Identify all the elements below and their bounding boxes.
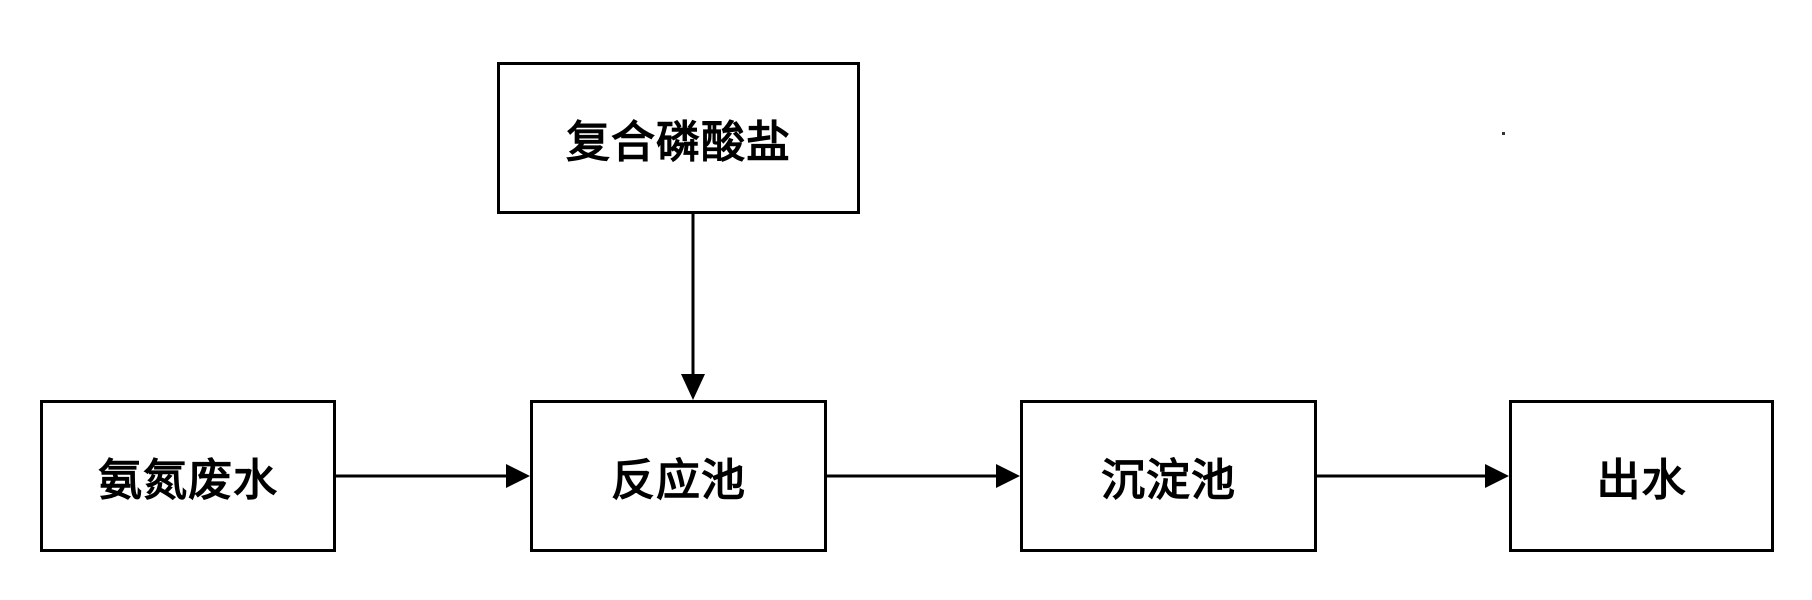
stray-dot: [1502, 132, 1505, 135]
node-settler-label: 沉淀池: [1101, 455, 1236, 506]
node-wastewater: 氨氮废水: [40, 400, 336, 552]
node-reactor: 反应池: [530, 400, 827, 552]
node-wastewater-label: 氨氮废水: [98, 455, 278, 506]
arrowhead-phosphate-to-reactor: [681, 374, 705, 400]
node-outlet-label: 出水: [1596, 455, 1687, 506]
arrowhead-wastewater-to-reactor: [506, 464, 530, 488]
node-settler: 沉淀池: [1020, 400, 1317, 552]
arrowhead-settler-to-outlet: [1485, 464, 1509, 488]
node-reactor-label: 反应池: [611, 455, 746, 506]
node-outlet: 出水: [1509, 400, 1774, 552]
node-phosphate-label: 复合磷酸盐: [566, 117, 791, 168]
arrowhead-reactor-to-settler: [996, 464, 1020, 488]
node-phosphate: 复合磷酸盐: [497, 62, 860, 214]
